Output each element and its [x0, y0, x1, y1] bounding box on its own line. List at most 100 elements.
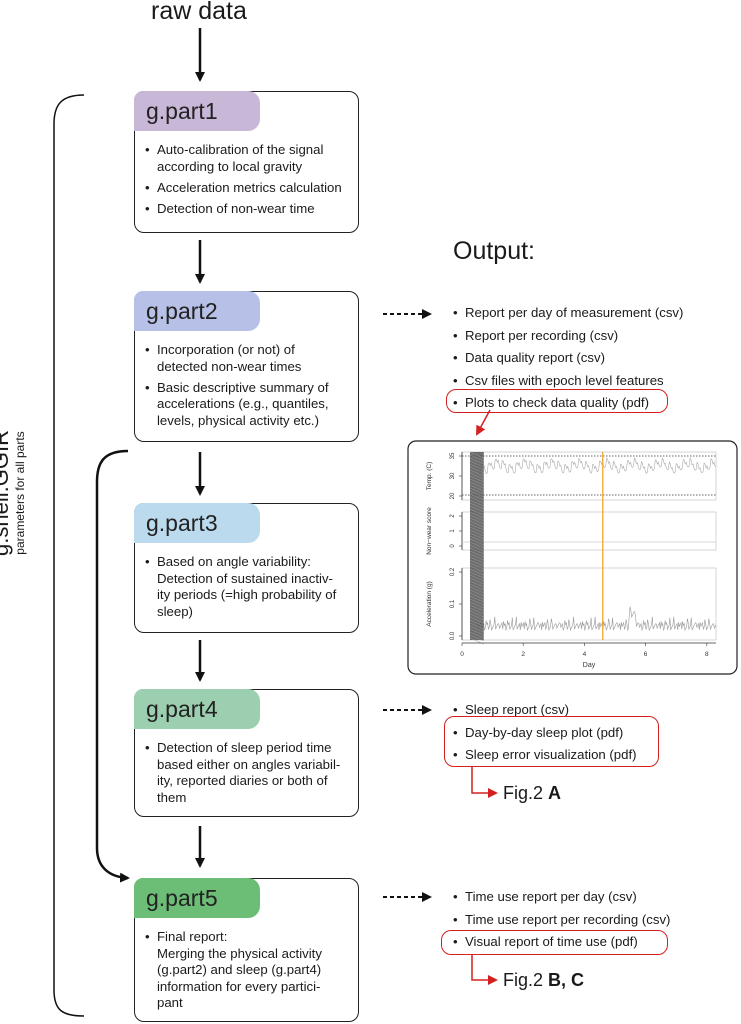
plot-hatch-line: [469, 583, 484, 591]
plot-y-tick-label: 1: [450, 529, 456, 533]
plot-acceleration-line: [477, 606, 717, 632]
part2-outputs: Report per day of measurement (csv) Repo…: [453, 305, 683, 418]
plot-hatch-line: [469, 556, 484, 564]
part2-bullet: Incorporation (or not) of detected non-w…: [145, 342, 329, 375]
plot-hatch-line: [469, 553, 484, 561]
plot-hatch-line: [469, 466, 484, 474]
plot-frame: [407, 440, 738, 675]
plot-hatch-line: [469, 586, 484, 594]
plot-hatch-line: [469, 460, 484, 468]
plot-hatch-line: [469, 577, 484, 585]
part1-bullets: Auto-calibration of the signal according…: [145, 142, 342, 222]
plot-x-tick-label: 6: [644, 651, 648, 658]
plot-hatch-line: [469, 499, 484, 507]
plot-hatch-line: [469, 619, 484, 627]
output-item: Data quality report (csv): [453, 350, 683, 373]
plot-hatch-line: [469, 631, 484, 639]
plot-hatch-line: [469, 616, 484, 624]
part2-tag: g.part2: [134, 291, 260, 331]
part5-bullet: Final report: Merging the physical activ…: [145, 929, 322, 1012]
plot-hatch-line: [469, 475, 484, 483]
plot-temperature-line: [477, 457, 717, 474]
plot-hatch-line: [469, 541, 484, 549]
fig2a-ref: Fig.2 A: [503, 783, 561, 804]
red-arrow-to-fig2a: [471, 766, 498, 798]
plot-hatch-line: [469, 457, 484, 465]
plot-hatch-line: [469, 496, 484, 504]
shell-subtitle: parameters for all parts: [13, 431, 27, 555]
part5-box: g.part5 Final report: Merging the physic…: [134, 878, 359, 1022]
part2-bullet: Basic descriptive summary of acceleratio…: [145, 380, 329, 430]
plot-hatch-line: [469, 607, 484, 615]
shell-name: g.shell.GGIR: [0, 430, 13, 556]
output-item: Csv files with epoch level features: [453, 373, 683, 396]
plot-nonwear-block: [470, 452, 484, 640]
plot-hatch-line: [469, 490, 484, 498]
plot-hatch-line: [469, 508, 484, 516]
part4-tag: g.part4: [134, 689, 260, 729]
plot-hatch-line: [469, 469, 484, 477]
plot-hatch-line: [469, 523, 484, 531]
highlight-plots-quality: [446, 389, 668, 413]
plot-y-label: Acceleration (g): [426, 581, 433, 627]
output-item: Sleep report (csv): [453, 702, 637, 725]
output-label: Output:: [453, 237, 535, 265]
fig2bc-letters: B, C: [548, 970, 585, 990]
plot-x-tick-label: 4: [583, 651, 587, 658]
output-item: Time use report per day (csv): [453, 889, 670, 912]
plot-hatch-line: [469, 529, 484, 537]
fig2a-prefix: Fig.2: [503, 783, 549, 803]
plot-y-label: Non−wear score: [426, 507, 433, 555]
highlight-visual-report: [441, 930, 668, 955]
output-item: Report per day of measurement (csv): [453, 305, 683, 328]
plot-hatch-line: [469, 595, 484, 603]
plot-y-tick-label: 20: [450, 492, 456, 499]
plot-y-tick-label: 0.0: [450, 631, 456, 640]
part5-bullets: Final report: Merging the physical activ…: [145, 929, 322, 1016]
plot-hatch-line: [469, 454, 484, 462]
output-item: Day-by-day sleep plot (pdf): [453, 725, 637, 748]
raw-data-label: raw data: [151, 0, 247, 25]
part3-bullets: Based on angle variability: Detection of…: [145, 554, 336, 625]
plot-y-tick-label: 35: [450, 452, 456, 459]
plot-y-tick-label: 2: [450, 514, 456, 518]
plot-hatch-line: [469, 502, 484, 510]
shell-bracket: [53, 94, 85, 1017]
part3-box: g.part3 Based on angle variability: Dete…: [134, 503, 359, 633]
output-item: Plots to check data quality (pdf): [453, 395, 683, 418]
highlight-sleep-plots: [444, 716, 659, 767]
fig2bc-ref: Fig.2 B, C: [503, 970, 584, 991]
plot-hatch-line: [469, 472, 484, 480]
part1-bullet: Detection of non-wear time: [145, 201, 342, 218]
plot-hatch-line: [469, 562, 484, 570]
plot-hatch-line: [469, 571, 484, 579]
plot-y-tick-label: 0: [450, 544, 456, 548]
arrow-part2-to-part5: [95, 449, 130, 883]
plot-hatch-line: [469, 610, 484, 618]
plot-hatch-line: [469, 514, 484, 522]
plot-hatch-line: [469, 580, 484, 588]
plot-hatch-line: [469, 526, 484, 534]
plot-x-tick-label: 8: [705, 651, 709, 658]
part1-bullet: Auto-calibration of the signal according…: [145, 142, 342, 175]
part4-box: g.part4 Detection of sleep period time b…: [134, 689, 359, 817]
plot-hatch-line: [469, 628, 484, 636]
plot-hatch-line: [469, 505, 484, 513]
plot-hatch-line: [469, 487, 484, 495]
plot-hatch-line: [469, 538, 484, 546]
part1-bullet: Acceleration metrics calculation: [145, 180, 342, 197]
plot-hatch-line: [469, 598, 484, 606]
plot-hatch-line: [469, 544, 484, 552]
part2-box: g.part2 Incorporation (or not) of detect…: [134, 291, 359, 442]
plot-hatch-line: [469, 625, 484, 633]
plot-hatch-line: [469, 565, 484, 573]
plot-hatch-line: [469, 484, 484, 492]
output-item: Visual report of time use (pdf): [453, 934, 670, 957]
plot-hatch-line: [469, 511, 484, 519]
output-item: Time use report per recording (csv): [453, 912, 670, 935]
plot-y-tick-label: 0.1: [450, 599, 456, 608]
plot-hatch-line: [469, 493, 484, 501]
plot-hatch-line: [469, 451, 484, 459]
plot-hatch-line: [469, 532, 484, 540]
